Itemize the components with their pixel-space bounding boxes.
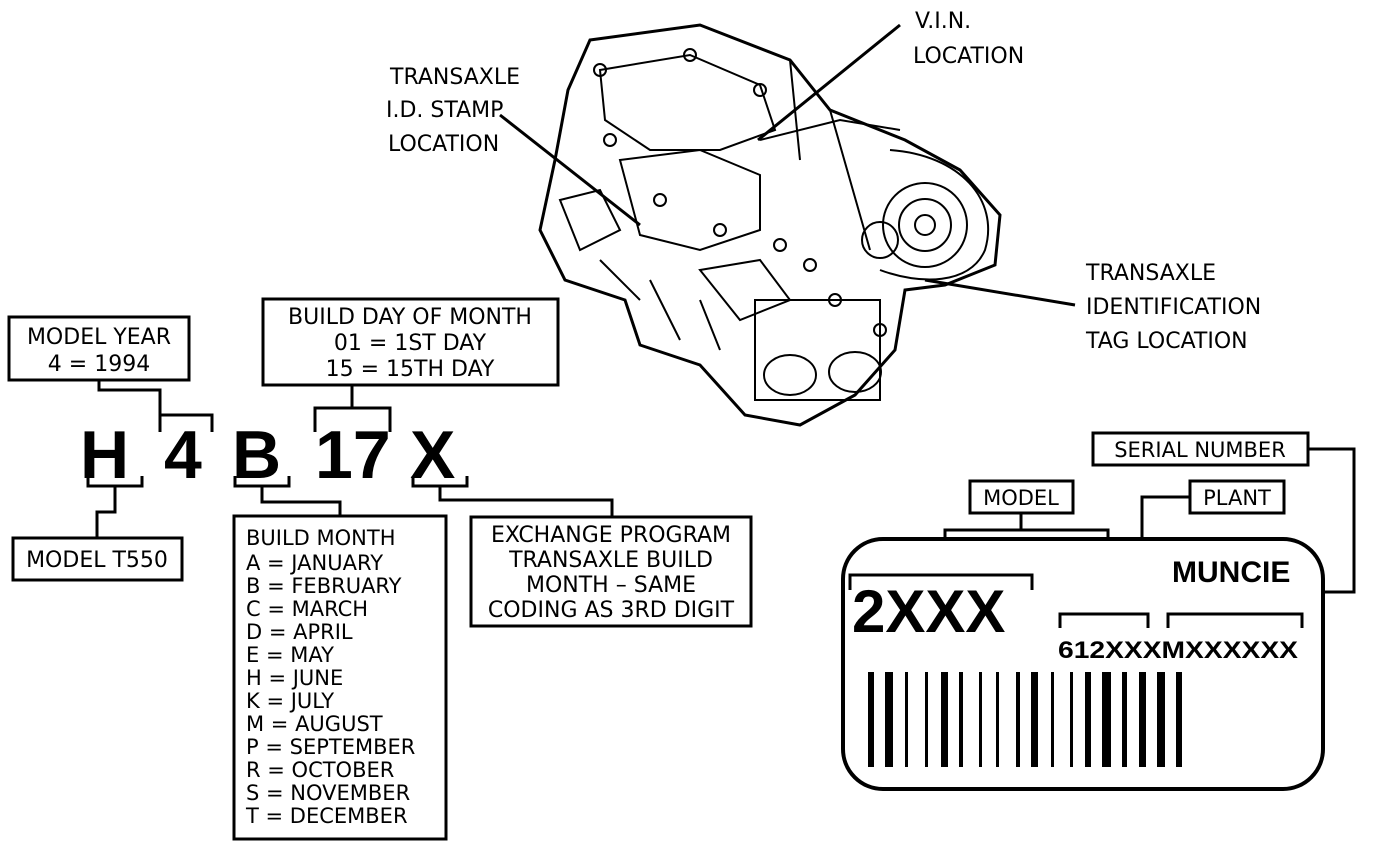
barcode-bar bbox=[996, 672, 999, 767]
barcode-bar bbox=[979, 672, 982, 767]
model-connector bbox=[86, 476, 144, 538]
build-day-box: BUILD DAY OF MONTH 01 = 1ST DAY 15 = 15T… bbox=[261, 297, 560, 387]
stamp-callout-line-3: LOCATION bbox=[388, 132, 499, 157]
build-day-connector bbox=[313, 385, 392, 432]
barcode-bar bbox=[1051, 672, 1054, 767]
barcode-bar bbox=[1122, 672, 1127, 767]
code-characters: H 4 B 17 X bbox=[80, 417, 455, 493]
model-code: 2XXX bbox=[852, 578, 1005, 645]
barcode-bar bbox=[885, 672, 893, 767]
barcode-bar bbox=[1102, 672, 1111, 767]
build-month-row-2: B = FEBRUARY bbox=[246, 574, 402, 598]
stamp-callout-line-2: I.D. STAMP bbox=[386, 98, 503, 123]
barcode-bar bbox=[941, 672, 948, 767]
barcode-bar bbox=[905, 672, 908, 767]
serial-code: 612XXXMXXXXXX bbox=[1058, 637, 1298, 664]
tag-leader-line bbox=[924, 278, 1076, 307]
barcode-bar bbox=[925, 672, 928, 767]
build-month-row-3: C = MARCH bbox=[246, 597, 368, 621]
model-year-value: 4 = 1994 bbox=[48, 352, 150, 377]
plant-label: PLANT bbox=[1203, 486, 1271, 510]
build-month-row-12: T = DECEMBER bbox=[245, 804, 408, 828]
build-month-row-6: H = JUNE bbox=[246, 666, 343, 690]
build-month-row-5: E = MAY bbox=[246, 643, 334, 667]
code-char-5: X bbox=[410, 417, 455, 493]
model-t550-label: MODEL T550 bbox=[26, 548, 168, 573]
build-month-row-1: A = JANUARY bbox=[246, 551, 383, 575]
build-month-connector bbox=[233, 476, 342, 516]
stamp-callout-line-1: TRANSAXLE bbox=[389, 65, 520, 90]
build-day-title: BUILD DAY OF MONTH bbox=[288, 305, 532, 330]
serial-number-label: SERIAL NUMBER bbox=[1114, 438, 1286, 462]
serial-bracket-right bbox=[1166, 612, 1304, 628]
barcode-bar bbox=[868, 672, 874, 767]
transaxle-illustration bbox=[538, 23, 1002, 427]
vin-leader-line bbox=[757, 23, 901, 142]
vin-callout-line-2: LOCATION bbox=[913, 44, 1024, 69]
barcode bbox=[868, 672, 1182, 767]
barcode-bar bbox=[1070, 672, 1073, 767]
build-month-box: BUILD MONTH A = JANUARY B = FEBRUARY C =… bbox=[232, 514, 448, 841]
build-month-title: BUILD MONTH bbox=[246, 526, 396, 550]
build-day-row-2: 15 = 15TH DAY bbox=[326, 357, 495, 382]
model-year-connector bbox=[97, 380, 214, 432]
model-year-box: MODEL YEAR 4 = 1994 bbox=[7, 315, 191, 382]
exchange-line-4: CODING AS 3RD DIGIT bbox=[488, 598, 735, 623]
barcode-bar bbox=[1016, 672, 1020, 767]
vin-callout-line-1: V.I.N. bbox=[915, 9, 971, 34]
code-char-2: 4 bbox=[164, 417, 202, 493]
exchange-connector bbox=[411, 476, 614, 517]
identification-tag: SERIAL NUMBER MODEL PLANT MUNCIE 2XXX 61… bbox=[841, 431, 1356, 791]
plant-name: MUNCIE bbox=[1172, 556, 1290, 589]
tag-callout-line-2: IDENTIFICATION bbox=[1086, 295, 1261, 320]
model-label: MODEL bbox=[983, 486, 1059, 510]
exchange-line-2: TRANSAXLE BUILD bbox=[508, 548, 713, 573]
model-code-bracket bbox=[848, 573, 1034, 590]
barcode-bar bbox=[1085, 672, 1091, 767]
build-month-row-7: K = JULY bbox=[246, 689, 334, 713]
tag-callout-line-3: TAG LOCATION bbox=[1085, 329, 1248, 354]
exchange-line-1: EXCHANGE PROGRAM bbox=[491, 523, 731, 548]
build-day-row-1: 01 = 1ST DAY bbox=[334, 331, 487, 356]
barcode-bar bbox=[1176, 672, 1182, 767]
barcode-bar bbox=[1157, 672, 1165, 767]
serial-bracket-left bbox=[1058, 612, 1150, 628]
build-month-row-8: M = AUGUST bbox=[246, 712, 383, 736]
code-char-4: 17 bbox=[315, 417, 391, 493]
code-char-3: B bbox=[232, 417, 281, 493]
model-year-title: MODEL YEAR bbox=[27, 325, 171, 350]
build-month-row-10: R = OCTOBER bbox=[246, 758, 394, 782]
stamp-leader-line bbox=[499, 113, 641, 227]
exchange-program-box: EXCHANGE PROGRAM TRANSAXLE BUILD MONTH –… bbox=[469, 515, 753, 628]
barcode-bar bbox=[1139, 672, 1146, 767]
barcode-bar bbox=[1031, 672, 1038, 767]
tag-callout-line-1: TRANSAXLE bbox=[1085, 261, 1216, 286]
build-month-row-9: P = SEPTEMBER bbox=[246, 735, 415, 759]
build-month-row-4: D = APRIL bbox=[246, 620, 353, 644]
build-month-row-11: S = NOVEMBER bbox=[246, 781, 410, 805]
exchange-line-3: MONTH – SAME bbox=[526, 573, 696, 598]
barcode-bar bbox=[959, 672, 963, 767]
model-t550-box: MODEL T550 bbox=[11, 536, 184, 582]
